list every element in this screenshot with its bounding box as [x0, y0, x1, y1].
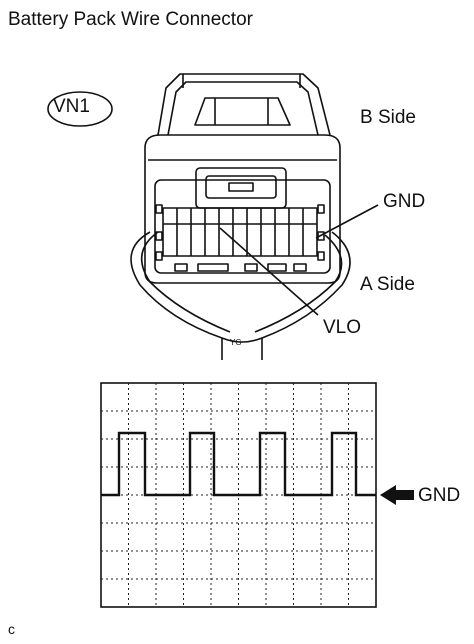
connector-latch [157, 73, 331, 136]
pin-cavities [155, 204, 325, 261]
connector-illustration: YG [130, 73, 351, 360]
scope-screen [100, 382, 377, 608]
gnd-reference-label: GND [418, 485, 461, 506]
leader-lines [219, 204, 379, 316]
gnd-leader [315, 204, 379, 239]
waveform-trace [101, 431, 376, 497]
wire-harness [130, 231, 351, 360]
page-title: Battery Pack Wire Connector [8, 9, 253, 30]
gnd-pin-label: GND [383, 191, 426, 212]
connector-body [144, 134, 341, 284]
connector-code: VN1 [53, 96, 90, 117]
pin-frame [154, 179, 331, 274]
vlo-leader [219, 227, 319, 316]
a-side-label: A Side [360, 274, 415, 295]
b-side-label: B Side [360, 107, 416, 128]
figure-code: c [8, 621, 15, 637]
connector-latch-inner [167, 81, 319, 136]
gnd-arrow-icon [380, 485, 414, 505]
vlo-pin-label: VLO [323, 317, 362, 338]
connector-code-ellipse [47, 91, 113, 127]
svg-text:YG: YG [230, 338, 242, 347]
